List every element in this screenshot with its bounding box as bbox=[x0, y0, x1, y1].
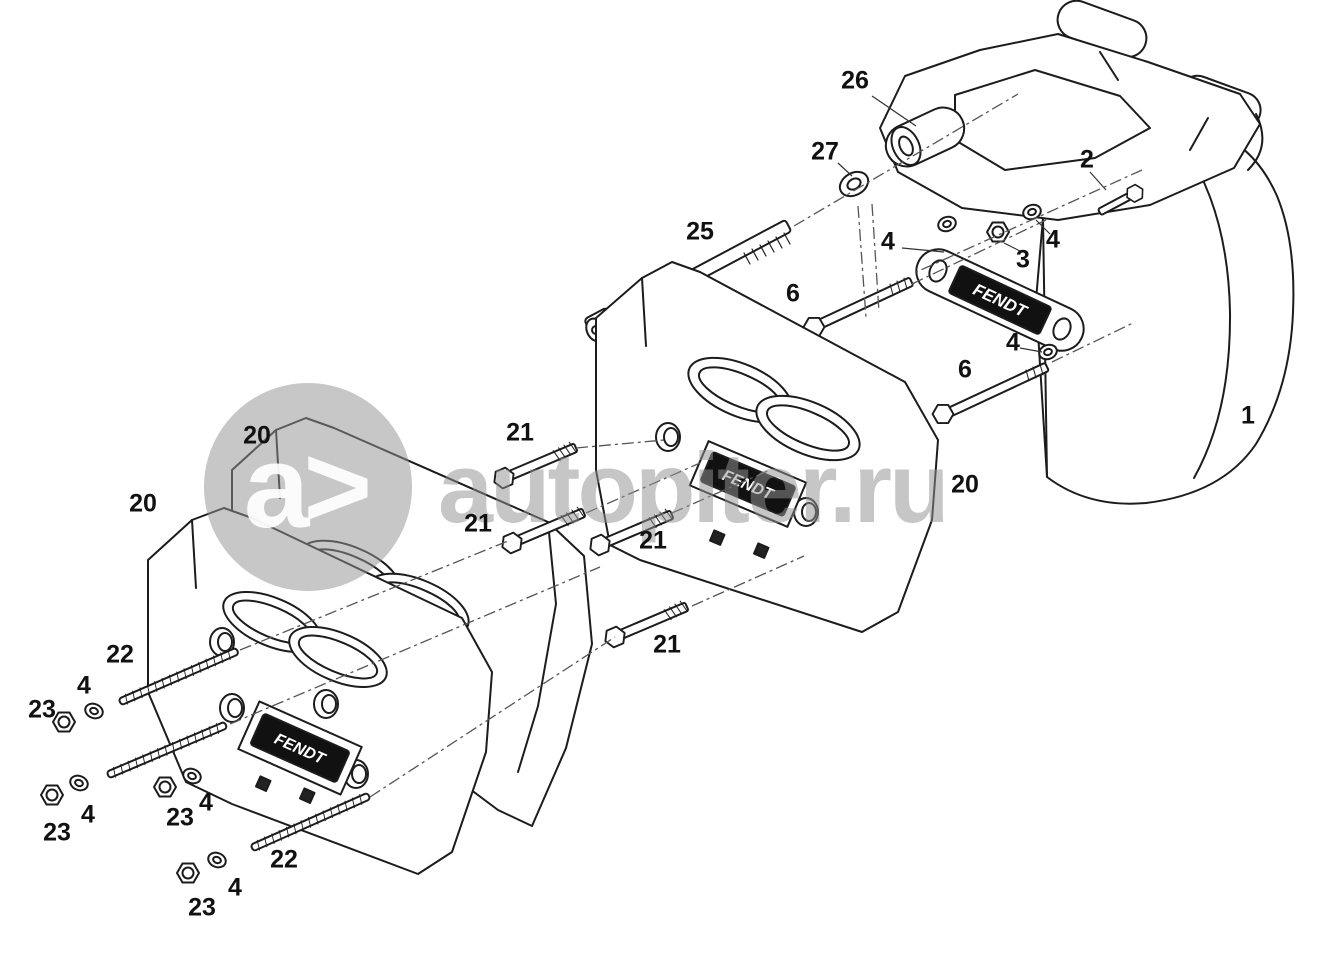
part-callout: 26 bbox=[841, 66, 869, 95]
part-callout: 4 bbox=[1046, 225, 1060, 254]
main-weight-block bbox=[1035, 125, 1295, 505]
part-callout: 21 bbox=[653, 630, 681, 659]
part-callout: 23 bbox=[166, 803, 194, 832]
part-callout: 21 bbox=[639, 526, 667, 555]
part-callout: 21 bbox=[506, 418, 534, 447]
part-callout: 22 bbox=[106, 640, 134, 669]
top-bracket-assembly bbox=[879, 0, 1264, 221]
part-callout: 4 bbox=[199, 788, 213, 817]
nut-23 bbox=[177, 864, 199, 883]
part-callout: 20 bbox=[243, 421, 271, 450]
part-callout: 3 bbox=[1016, 245, 1030, 274]
fendt-strip-plate: FENDT bbox=[915, 248, 1085, 352]
part-callout: 20 bbox=[951, 470, 979, 499]
washer-4 bbox=[67, 772, 91, 794]
part-callout: 4 bbox=[228, 873, 242, 902]
washer-4 bbox=[82, 700, 106, 722]
bolt-6-lower bbox=[931, 362, 1050, 424]
front-left-weight-block: FENDT bbox=[147, 507, 493, 875]
part-callout: 4 bbox=[77, 671, 91, 700]
middle-weight-block: FENDT bbox=[595, 261, 939, 633]
bolt-21 bbox=[491, 439, 579, 490]
bolt-2 bbox=[1097, 181, 1147, 216]
part-callout: 23 bbox=[43, 818, 71, 847]
part-callout: 23 bbox=[188, 893, 216, 922]
part-callout: 25 bbox=[686, 217, 714, 246]
part-callout: 27 bbox=[811, 137, 839, 166]
part-callout: 4 bbox=[881, 227, 895, 256]
part-callout: 20 bbox=[129, 489, 157, 518]
nut-23 bbox=[41, 786, 63, 805]
part-callout: 4 bbox=[81, 800, 95, 829]
part-callout: 1 bbox=[1241, 401, 1255, 430]
part-callout: 21 bbox=[464, 509, 492, 538]
part-callout: 6 bbox=[958, 355, 972, 384]
part-callout: 22 bbox=[270, 845, 298, 874]
callout-leader-lines bbox=[837, 95, 1107, 353]
washer-27 bbox=[838, 170, 870, 198]
part-callout: 6 bbox=[786, 279, 800, 308]
part-callout: 4 bbox=[1006, 328, 1020, 357]
part-callout: 2 bbox=[1080, 145, 1094, 174]
washer-4 bbox=[935, 213, 959, 235]
nut-23 bbox=[53, 713, 75, 732]
assembly-axis-lines bbox=[229, 93, 1143, 798]
washer-4 bbox=[205, 849, 229, 871]
nut-23 bbox=[154, 778, 176, 797]
part-callout: 23 bbox=[28, 695, 56, 724]
bolt-6-upper bbox=[802, 277, 914, 337]
